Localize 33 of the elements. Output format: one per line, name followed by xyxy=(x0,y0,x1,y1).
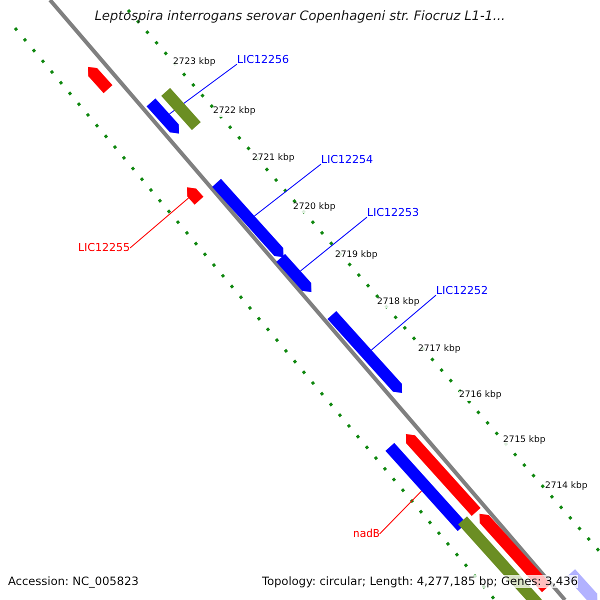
scale-label: 2714 kbp xyxy=(545,482,588,492)
leader-line xyxy=(370,294,436,350)
leader-line xyxy=(130,198,190,249)
gene-label: LIC12253 xyxy=(367,207,420,220)
gene-feature xyxy=(161,88,201,130)
scale-label: 2715 kbp xyxy=(503,436,546,446)
leader-line xyxy=(379,490,422,535)
gene-feature xyxy=(212,178,284,258)
accession-text: Accession: NC_005823 xyxy=(8,575,139,588)
gene-label: LIC12252 xyxy=(436,285,488,298)
gene-label: LIC12254 xyxy=(321,154,374,166)
gene-feature xyxy=(187,187,204,205)
scale-label: 2722 kbp xyxy=(213,107,256,117)
gene-feature xyxy=(88,66,112,94)
gene-label: nadB xyxy=(353,528,380,540)
title: Leptospira interrogans serovar Copenhageni str. Fiocruz L1-1... xyxy=(94,10,506,24)
gene-feature xyxy=(146,98,180,134)
leader-line xyxy=(168,64,238,114)
scale-label: 2721 kbp xyxy=(252,154,294,164)
leader-line xyxy=(254,164,322,216)
genome-info-text: Topology: circular; Length: 4,277,185 bp; Genes: 3,436 xyxy=(262,575,578,588)
gene-label: LIC12256 xyxy=(237,54,290,66)
gene-feature xyxy=(276,254,312,292)
scale-label: 2718 kbp xyxy=(377,298,420,308)
scale-label: 2719 kbp xyxy=(335,251,378,261)
gene-feature xyxy=(327,311,402,393)
scale-label: 2717 kbp xyxy=(418,345,460,355)
scale-label: 2716 kbp xyxy=(459,391,502,401)
gene-feature xyxy=(406,434,481,516)
gene-label: LIC12255 xyxy=(78,242,130,254)
scale-label: 2720 kbp xyxy=(293,203,336,213)
scale-label: 2723 kbp xyxy=(173,58,216,68)
leader-line xyxy=(300,216,368,272)
